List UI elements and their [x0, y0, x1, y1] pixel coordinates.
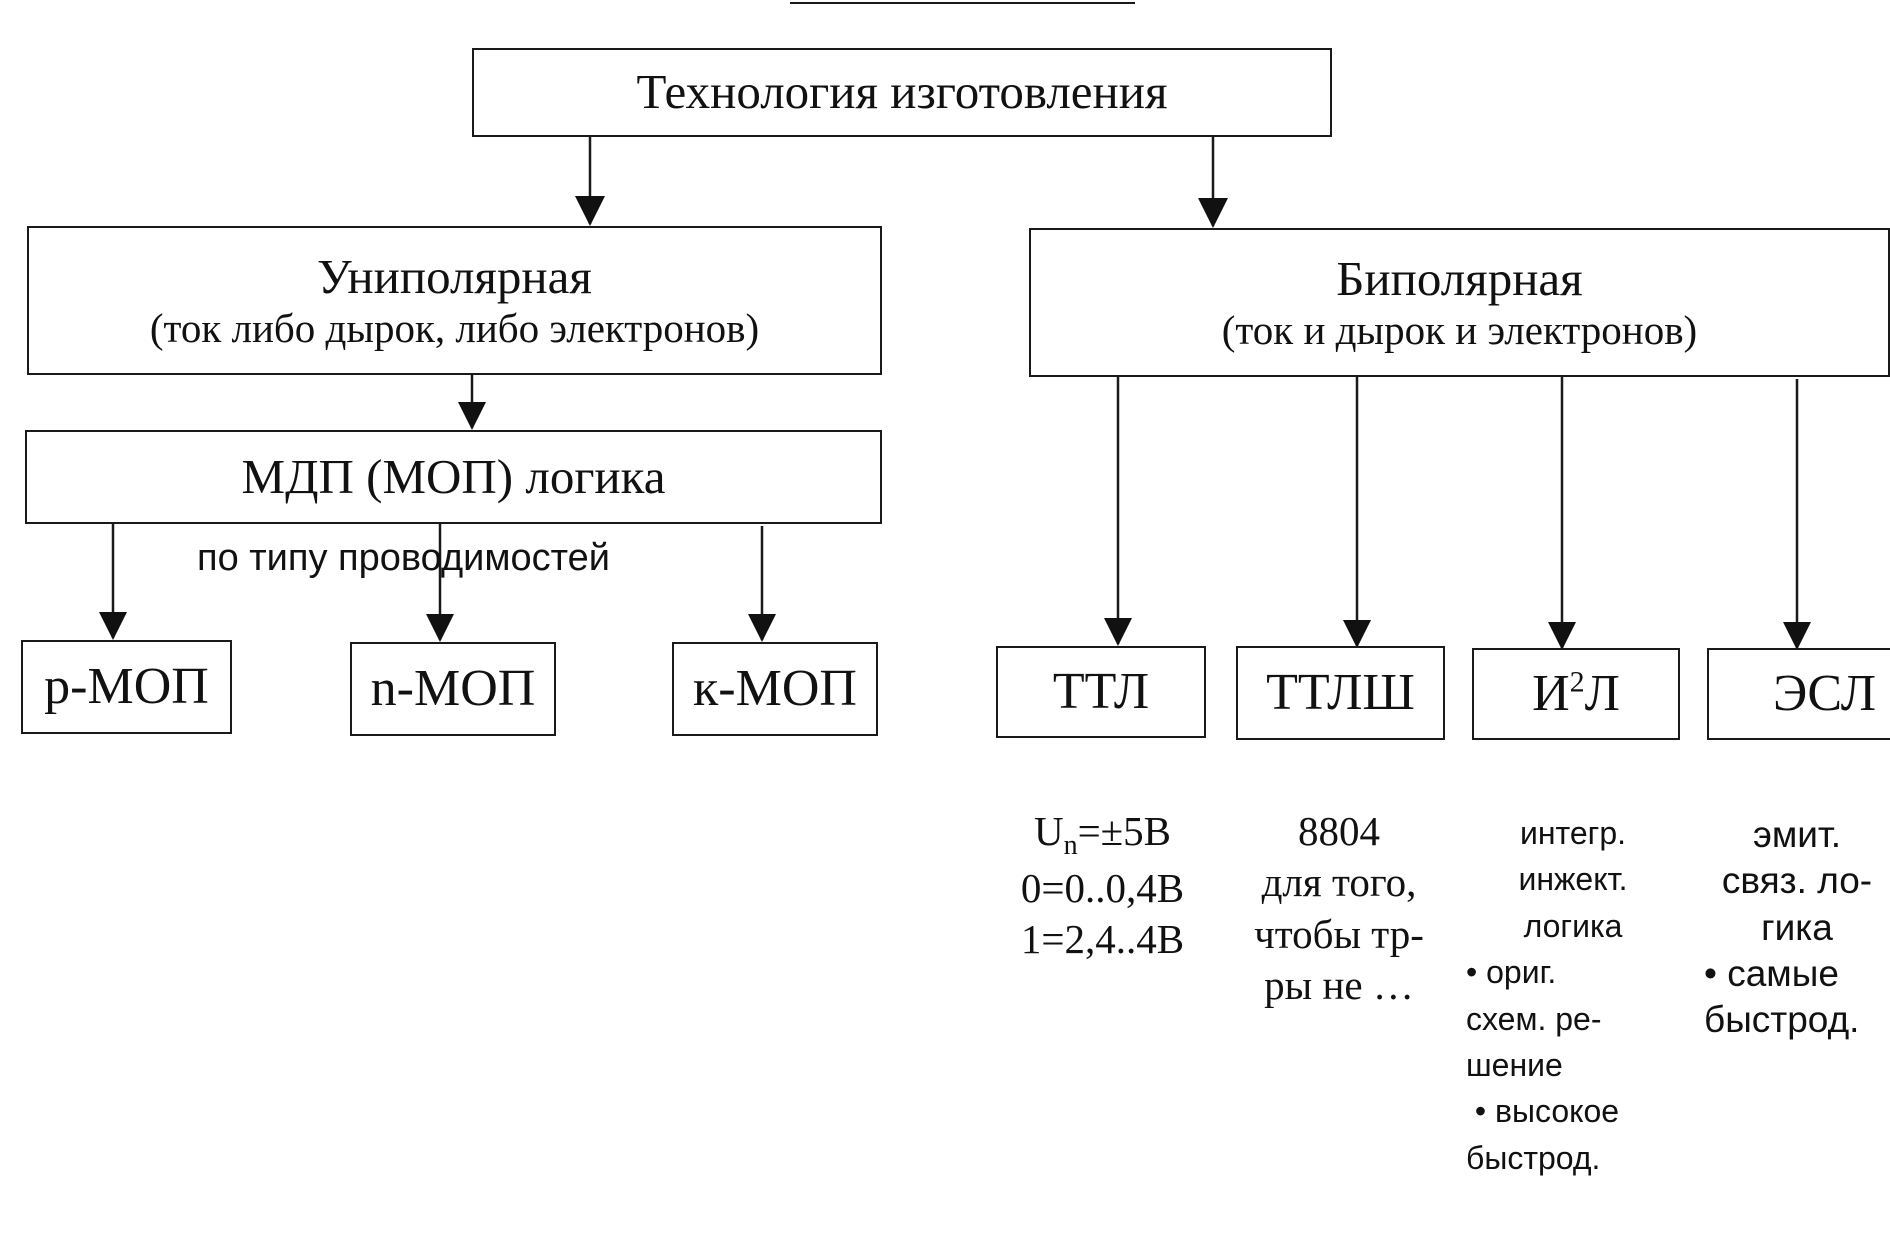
- arrowhead-mdp-to-kmos: [748, 614, 776, 642]
- ttl-note-logic1: 1=2,4..4В: [1020, 916, 1185, 963]
- arrowhead-root-to-bipolar: [1198, 198, 1228, 228]
- ttl-note-u-symbol: U: [1033, 808, 1064, 854]
- ttlsh-note-line: ры не …: [1264, 961, 1414, 1008]
- esl-note-bullets: • самые быстрод.: [1704, 951, 1890, 1044]
- root-label: Технология изготовления: [636, 64, 1168, 120]
- i2l-note-line: • высокое: [1466, 1093, 1620, 1130]
- ttlsh-note-line: 8804: [1298, 808, 1380, 854]
- i2l-notes: интегр. инжект. логика • ориг. схем. ре-…: [1466, 810, 1680, 1181]
- i2l-note-bullets: • ориг. схем. ре- шение • высокое быстро…: [1466, 949, 1680, 1181]
- esl-note-line: связ. ло-: [1721, 860, 1873, 902]
- esl-note-line: гика: [1761, 906, 1833, 948]
- i2l-label-end: Л: [1584, 665, 1620, 723]
- arrowhead-bipolar-to-i2l: [1548, 622, 1576, 650]
- arrowhead-mdp-to-nmos: [426, 614, 454, 642]
- arrowhead-mdp-to-pmos: [99, 612, 127, 640]
- root-box: Технология изготовления: [472, 48, 1332, 137]
- i2l-note-line: интегр.: [1520, 815, 1626, 851]
- i2l-note-line: быстрод.: [1466, 1139, 1601, 1176]
- arrowhead-root-to-unipolar: [575, 196, 605, 226]
- i2l-note-line: схем. ре-: [1466, 1000, 1602, 1037]
- ttlsh-notes: 8804 для того, чтобы тр- ры не …: [1232, 806, 1446, 1011]
- mdp-label: МДП (МОП) логика: [241, 448, 666, 504]
- ttl-note-u-subscript: n: [1063, 830, 1078, 862]
- i2l-box: И2Л: [1472, 648, 1680, 740]
- esl-label: ЭСЛ: [1773, 665, 1876, 723]
- esl-note-line: • самые: [1704, 952, 1839, 994]
- nmos-label: n-МОП: [370, 660, 536, 718]
- esl-note-line: быстрод.: [1704, 999, 1860, 1040]
- i2l-note-line: шение: [1466, 1046, 1563, 1083]
- mdp-box: МДП (МОП) логика: [25, 430, 882, 524]
- ttlsh-label: ТТЛШ: [1266, 664, 1415, 722]
- unipolar-title: Униполярная: [317, 248, 592, 304]
- ttl-note-supply: Un=±5В: [995, 806, 1210, 863]
- pmos-label: р-МОП: [44, 658, 209, 716]
- kmos-box: к-МОП: [672, 642, 878, 736]
- arrowhead-bipolar-to-ttlsh: [1343, 620, 1371, 648]
- unipolar-box: Униполярная (ток либо дырок, либо электр…: [27, 226, 882, 375]
- esl-box: ЭСЛ: [1707, 648, 1890, 740]
- nmos-box: n-МОП: [350, 642, 556, 736]
- arrowhead-bipolar-to-esl: [1783, 622, 1811, 650]
- ttl-notes: Un=±5В 0=0..0,4В 1=2,4..4В: [995, 806, 1210, 966]
- ttl-note-logic0: 0=0..0,4В: [1020, 865, 1185, 912]
- arrowhead-unipolar-to-mdp: [458, 402, 486, 430]
- unipolar-subtitle: (ток либо дырок, либо электронов): [149, 305, 760, 352]
- esl-notes: эмит. связ. ло- гика • самые быстрод.: [1704, 812, 1890, 1043]
- ttl-box: ТТЛ: [996, 646, 1206, 738]
- i2l-label: И2Л: [1532, 664, 1620, 724]
- ttlsh-note-line: для того,: [1261, 859, 1417, 906]
- i2l-label-sup: 2: [1569, 665, 1585, 699]
- ttl-note-u-value: =±5В: [1077, 808, 1172, 854]
- ttlsh-box: ТТЛШ: [1236, 646, 1445, 740]
- i2l-label-main: И: [1532, 665, 1570, 723]
- i2l-note-line: инжект.: [1518, 861, 1628, 898]
- ttl-label: ТТЛ: [1052, 663, 1150, 721]
- pmos-box: р-МОП: [21, 640, 232, 734]
- bipolar-box: Биполярная (ток и дырок и электронов): [1029, 228, 1890, 377]
- i2l-note-line: • ориг.: [1466, 954, 1557, 991]
- arrowhead-bipolar-to-ttl: [1104, 618, 1132, 646]
- i2l-note-line: логика: [1523, 907, 1623, 944]
- bipolar-title: Биполярная: [1336, 250, 1583, 306]
- esl-note-line: эмит.: [1752, 814, 1842, 855]
- kmos-label: к-МОП: [693, 660, 857, 718]
- conductivity-caption: по типу проводимостей: [197, 537, 610, 579]
- ttlsh-note-line: чтобы тр-: [1254, 910, 1424, 957]
- bipolar-subtitle: (ток и дырок и электронов): [1221, 307, 1698, 354]
